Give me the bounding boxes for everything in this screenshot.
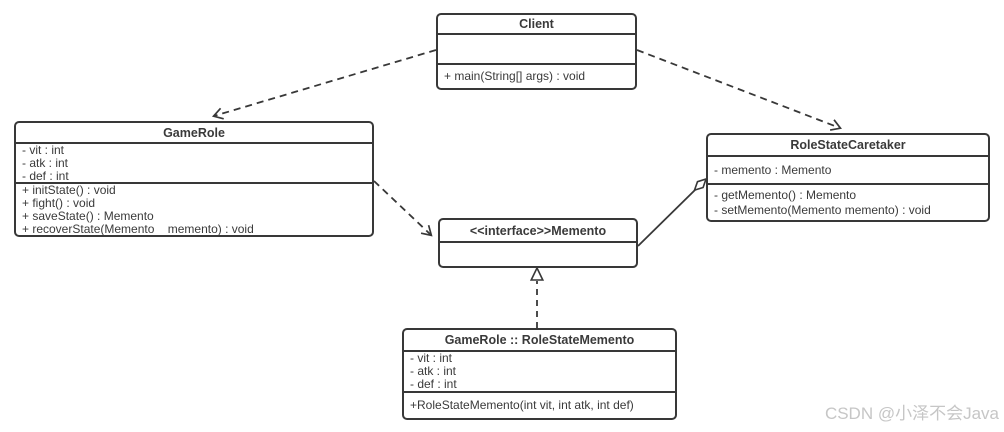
- method: - getMemento() : Memento: [714, 188, 857, 202]
- class-rolestatememento-attributes: - vit : int - atk : int - def : int: [404, 350, 675, 391]
- class-rolestatememento-title: GameRole :: RoleStateMemento: [444, 333, 635, 347]
- class-gamerole-methods: + initState() : void + fight() : void + …: [16, 182, 372, 235]
- class-rolestatecaretaker: RoleStateCaretaker - memento : Memento -…: [706, 133, 990, 222]
- attribute: - vit : int: [410, 351, 453, 365]
- dependency-arrow-gamerole-memento: [373, 180, 433, 237]
- dependency-arrow-client-gamerole: [211, 49, 437, 120]
- class-rolestatecaretaker-attributes: - memento : Memento: [708, 155, 988, 183]
- method: + fight() : void: [22, 196, 96, 210]
- class-gamerole-attributes: - vit : int - atk : int - def : int: [16, 142, 372, 182]
- class-client-attributes: [438, 33, 635, 63]
- attribute: - vit : int: [22, 143, 65, 157]
- method: + saveState() : Memento: [22, 209, 154, 223]
- class-gamerole-title: GameRole: [163, 125, 225, 140]
- class-rolestatecaretaker-title: RoleStateCaretaker: [790, 138, 906, 152]
- class-rolestatememento-methods: +RoleStateMemento(int vit, int atk, int …: [404, 391, 675, 418]
- class-rolestatecaretaker-methods: - getMemento() : Memento - setMemento(Me…: [708, 183, 988, 220]
- dependency-arrow-client-caretaker: [636, 49, 842, 131]
- class-memento-body: [440, 241, 636, 266]
- class-memento-interface: <<interface>>Memento: [438, 218, 638, 268]
- attribute: - atk : int: [410, 364, 457, 378]
- class-gamerole: GameRole - vit : int - atk : int - def :…: [14, 121, 374, 237]
- method: + recoverState(Memento memento) : void: [22, 222, 254, 236]
- attribute: - memento : Memento: [714, 162, 832, 177]
- attribute: - def : int: [22, 169, 69, 183]
- method: + main(String[] args) : void: [444, 69, 586, 83]
- method: - setMemento(Memento memento) : void: [714, 203, 931, 217]
- aggregation-diamond: [693, 177, 708, 192]
- method: +RoleStateMemento(int vit, int atk, int …: [410, 398, 634, 412]
- class-memento-title: <<interface>>Memento: [469, 223, 607, 238]
- class-client-methods: + main(String[] args) : void: [438, 63, 635, 88]
- csdn-watermark: CSDN @小泽不会Java: [824, 404, 999, 423]
- realization-triangle: [529, 266, 545, 281]
- class-client-title: Client: [519, 17, 554, 31]
- class-client: Client + main(String[] args) : void: [436, 13, 637, 90]
- method: + initState() : void: [22, 183, 116, 197]
- attribute: - atk : int: [22, 156, 69, 170]
- attribute: - def : int: [410, 377, 457, 391]
- aggregation-line-caretaker-memento: [637, 189, 696, 247]
- class-rolestatememento: GameRole :: RoleStateMemento - vit : int…: [402, 328, 677, 420]
